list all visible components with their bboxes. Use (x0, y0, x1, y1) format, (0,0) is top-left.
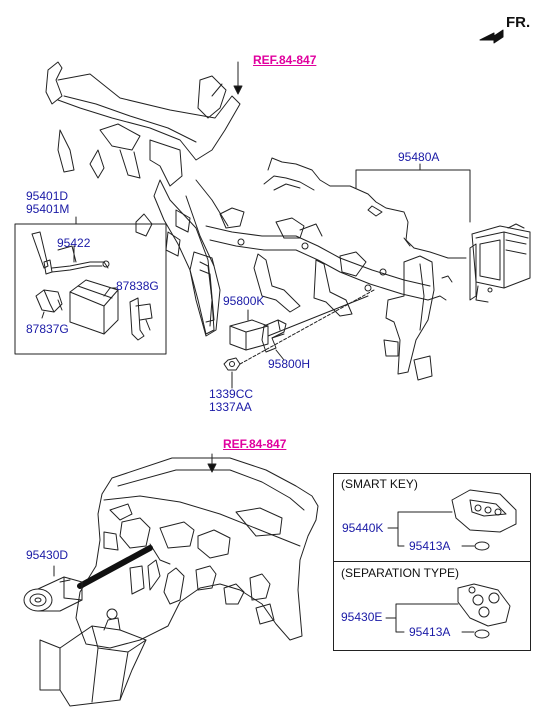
part-95800k-drawing (229, 319, 269, 351)
module-87838g-drawing (69, 279, 119, 335)
smart-key-drawing (451, 489, 517, 551)
kit-box-95401 (14, 223, 167, 355)
leader-95480a (355, 163, 471, 176)
antenna-wiring (263, 157, 467, 259)
ignition-switch-95430d-drawing (23, 576, 83, 612)
front-direction-label: FR. (506, 14, 531, 31)
front-direction-arrow-icon (479, 29, 504, 44)
part-label-95422[interactable]: 95422 (57, 236, 91, 250)
part-label-95430e[interactable]: 95430E (341, 610, 383, 624)
part-label-95800k[interactable]: 95800K (223, 294, 265, 308)
module-95480a-drawing (441, 223, 531, 303)
cowl-cross-bar (45, 61, 447, 381)
part-label-95800h[interactable]: 95800H (268, 357, 311, 371)
bracket-87838g-drawing (129, 297, 153, 341)
part-label-95413a-separation[interactable]: 95413A (409, 625, 451, 639)
nut-1339cc-drawing (223, 357, 241, 371)
reference-link-lower[interactable]: REF.84-847 (223, 437, 287, 451)
bracket-95800h-drawing (261, 319, 287, 353)
part-label-95430d[interactable]: 95430D (26, 548, 69, 562)
separation-key-drawing (457, 583, 511, 639)
part-label-1337aa[interactable]: 1337AA (209, 400, 252, 414)
part-label-95401m[interactable]: 95401M (26, 202, 70, 216)
leader-95800h (275, 349, 285, 361)
dashboard-drawing (39, 457, 319, 707)
smart-key-panel-title: (SMART KEY) (341, 477, 418, 491)
reference-link-upper[interactable]: REF.84-847 (253, 53, 317, 67)
antenna-95422-drawing (31, 231, 110, 275)
part-label-95413a-smart[interactable]: 95413A (409, 539, 451, 553)
part-label-95401d[interactable]: 95401D (26, 189, 69, 203)
part-label-1339cc[interactable]: 1339CC (209, 387, 254, 401)
part-label-87837g[interactable]: 87837G (26, 322, 69, 336)
part-label-95440k[interactable]: 95440K (342, 521, 384, 535)
part-label-87838g[interactable]: 87838G (116, 279, 159, 293)
part-label-95480a[interactable]: 95480A (398, 150, 440, 164)
separation-type-panel-title: (SEPARATION TYPE) (341, 566, 460, 580)
separation-type-panel (333, 561, 531, 651)
bracket-87837g-drawing (35, 289, 63, 313)
